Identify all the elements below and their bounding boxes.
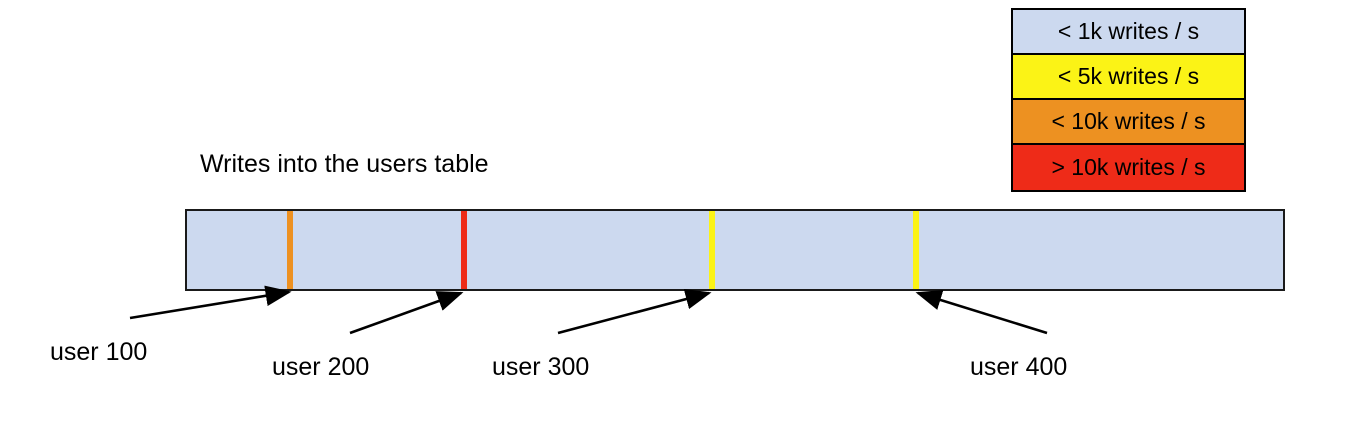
write-throughput-legend: < 1k writes / s < 5k writes / s < 10k wr… — [1011, 8, 1246, 192]
callout-arrow-user-300 — [557, 288, 712, 335]
legend-label-over-10k: > 10k writes / s — [1051, 154, 1206, 180]
legend-label-under-5k: < 5k writes / s — [1057, 63, 1200, 89]
legend-label-under-1k: < 1k writes / s — [1057, 18, 1200, 44]
chart-title: Writes into the users table — [200, 150, 489, 178]
legend-row-under-1k: < 1k writes / s — [1013, 10, 1244, 55]
legend-label-under-10k: < 10k writes / s — [1051, 108, 1206, 134]
users-table-key-range-bar — [185, 209, 1285, 291]
callout-arrow-user-400 — [915, 289, 1048, 335]
callout-label-user-400: user 400 — [970, 353, 1068, 381]
hot-key-marker-user-400 — [913, 211, 919, 289]
callout-arrow-user-100 — [129, 285, 292, 320]
callout-label-user-100: user 100 — [50, 338, 148, 366]
callout-arrow-user-200 — [349, 291, 464, 335]
legend-row-over-10k: > 10k writes / s — [1013, 145, 1244, 190]
callout-label-user-300: user 300 — [492, 353, 590, 381]
legend-row-under-10k: < 10k writes / s — [1013, 100, 1244, 145]
hot-key-marker-user-100 — [287, 211, 293, 289]
hot-key-marker-user-200 — [461, 211, 467, 289]
callout-label-user-200: user 200 — [272, 353, 370, 381]
hot-key-marker-user-300 — [709, 211, 715, 289]
legend-row-under-5k: < 5k writes / s — [1013, 55, 1244, 100]
